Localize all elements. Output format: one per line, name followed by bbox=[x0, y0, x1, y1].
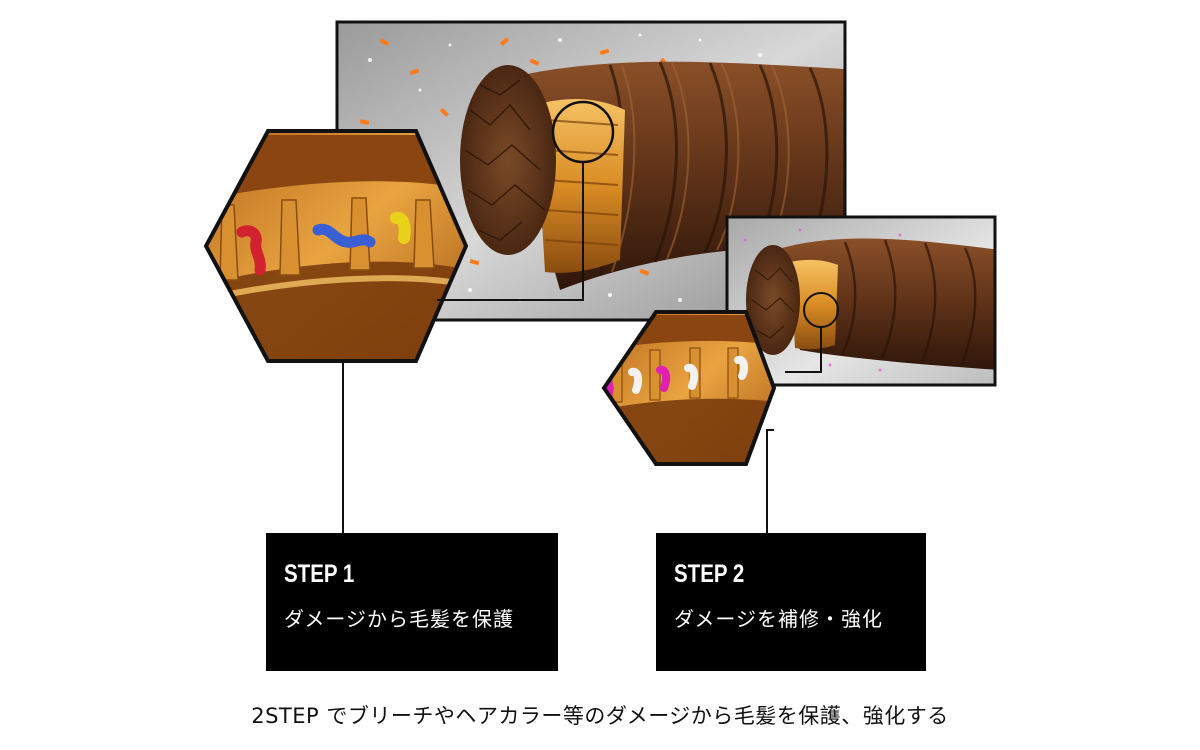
secondary-hair-panel bbox=[725, 215, 997, 387]
step1-description: ダメージから毛髪を保護 bbox=[284, 607, 514, 631]
step2-zoom-hexagon bbox=[601, 310, 777, 466]
step2-title: STEP 2 bbox=[674, 560, 745, 588]
connector-lines bbox=[342, 162, 822, 533]
step1-title: STEP 1 bbox=[284, 560, 355, 588]
step1-zoom-hexagon bbox=[203, 129, 469, 363]
step1-box: STEP 1 ダメージから毛髪を保護 bbox=[266, 533, 558, 671]
step2-box: STEP 2 ダメージを補修・強化 bbox=[656, 533, 926, 671]
caption: 2STEP でブリーチやヘアカラー等のダメージから毛髪を保護、強化する bbox=[251, 704, 949, 728]
step2-description: ダメージを補修・強化 bbox=[674, 607, 883, 631]
